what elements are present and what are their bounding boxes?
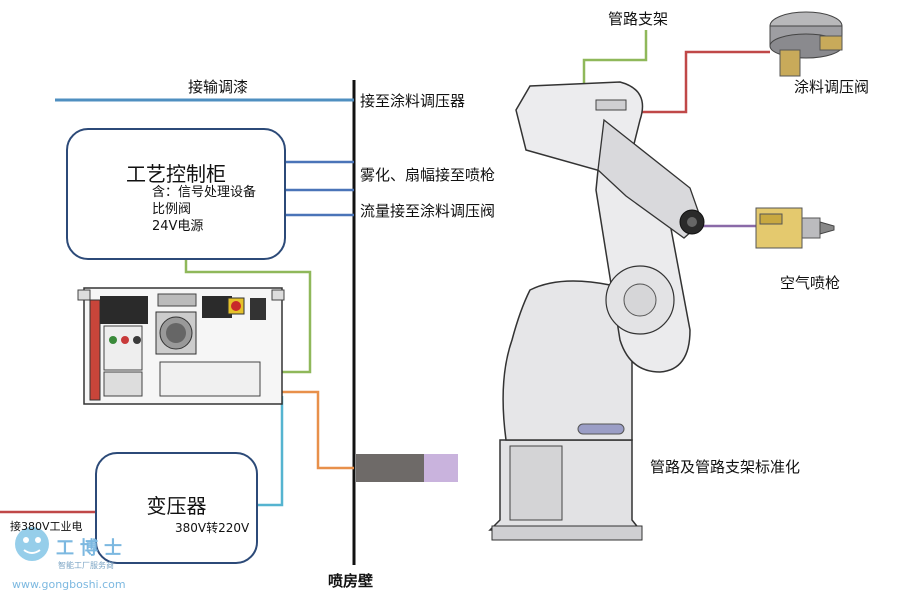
pipe-bracket-label: 管路支架 (608, 10, 669, 28)
watermark-brand: 工博士 (56, 538, 128, 559)
conveying-paint-label: 接输调漆 (188, 78, 249, 96)
paint-regulating-valve-drawing (769, 11, 843, 77)
spray-robot-arm (488, 81, 705, 541)
transformer-box: 变压器 380V转220V (95, 452, 258, 564)
transformer-sub: 380V转220V (175, 521, 250, 535)
pipe-standardization-label: 管路及管路支架标准化 (650, 458, 801, 476)
cabinet-line3: 24V电源 (152, 219, 204, 234)
watermark-tagline: 智能工厂服务商 (58, 561, 114, 570)
air-spray-gun-label: 空气喷枪 (780, 274, 841, 292)
booth-wall-label: 喷房壁 (328, 572, 374, 590)
industrial-power-label: 接380V工业电 (10, 520, 83, 533)
hose-purple (424, 454, 458, 482)
transformer-title: 变压器 (146, 494, 207, 518)
watermark-url: www.gongboshi.com (12, 578, 126, 591)
regulator-leader-line (610, 50, 770, 114)
green-connection-line (184, 260, 312, 374)
controller-cabinet-drawing (77, 287, 285, 405)
orange-connection-line (282, 390, 354, 470)
gongboshi-watermark-logo (15, 527, 49, 561)
hose-gray (356, 454, 424, 482)
flow-to-regulator-label: 流量接至涂料调压阀 (360, 202, 496, 220)
cabinet-line1: 含：信号处理设备 (152, 185, 257, 200)
atomize-fan-label: 雾化、扇幅接至喷枪 (360, 166, 496, 184)
to-paint-regulator-label: 接至涂料调压器 (360, 92, 466, 110)
cyan-connection-line (258, 396, 284, 507)
cabinet-title: 工艺控制柜 (126, 162, 226, 186)
process-control-cabinet-box: 工艺控制柜 含：信号处理设备 比例阀 24V电源 (66, 128, 286, 260)
air-spray-gun-drawing (755, 207, 835, 249)
paint-regulating-valve-label: 涂料调压阀 (794, 78, 870, 96)
cabinet-line2: 比例阀 (152, 202, 192, 217)
